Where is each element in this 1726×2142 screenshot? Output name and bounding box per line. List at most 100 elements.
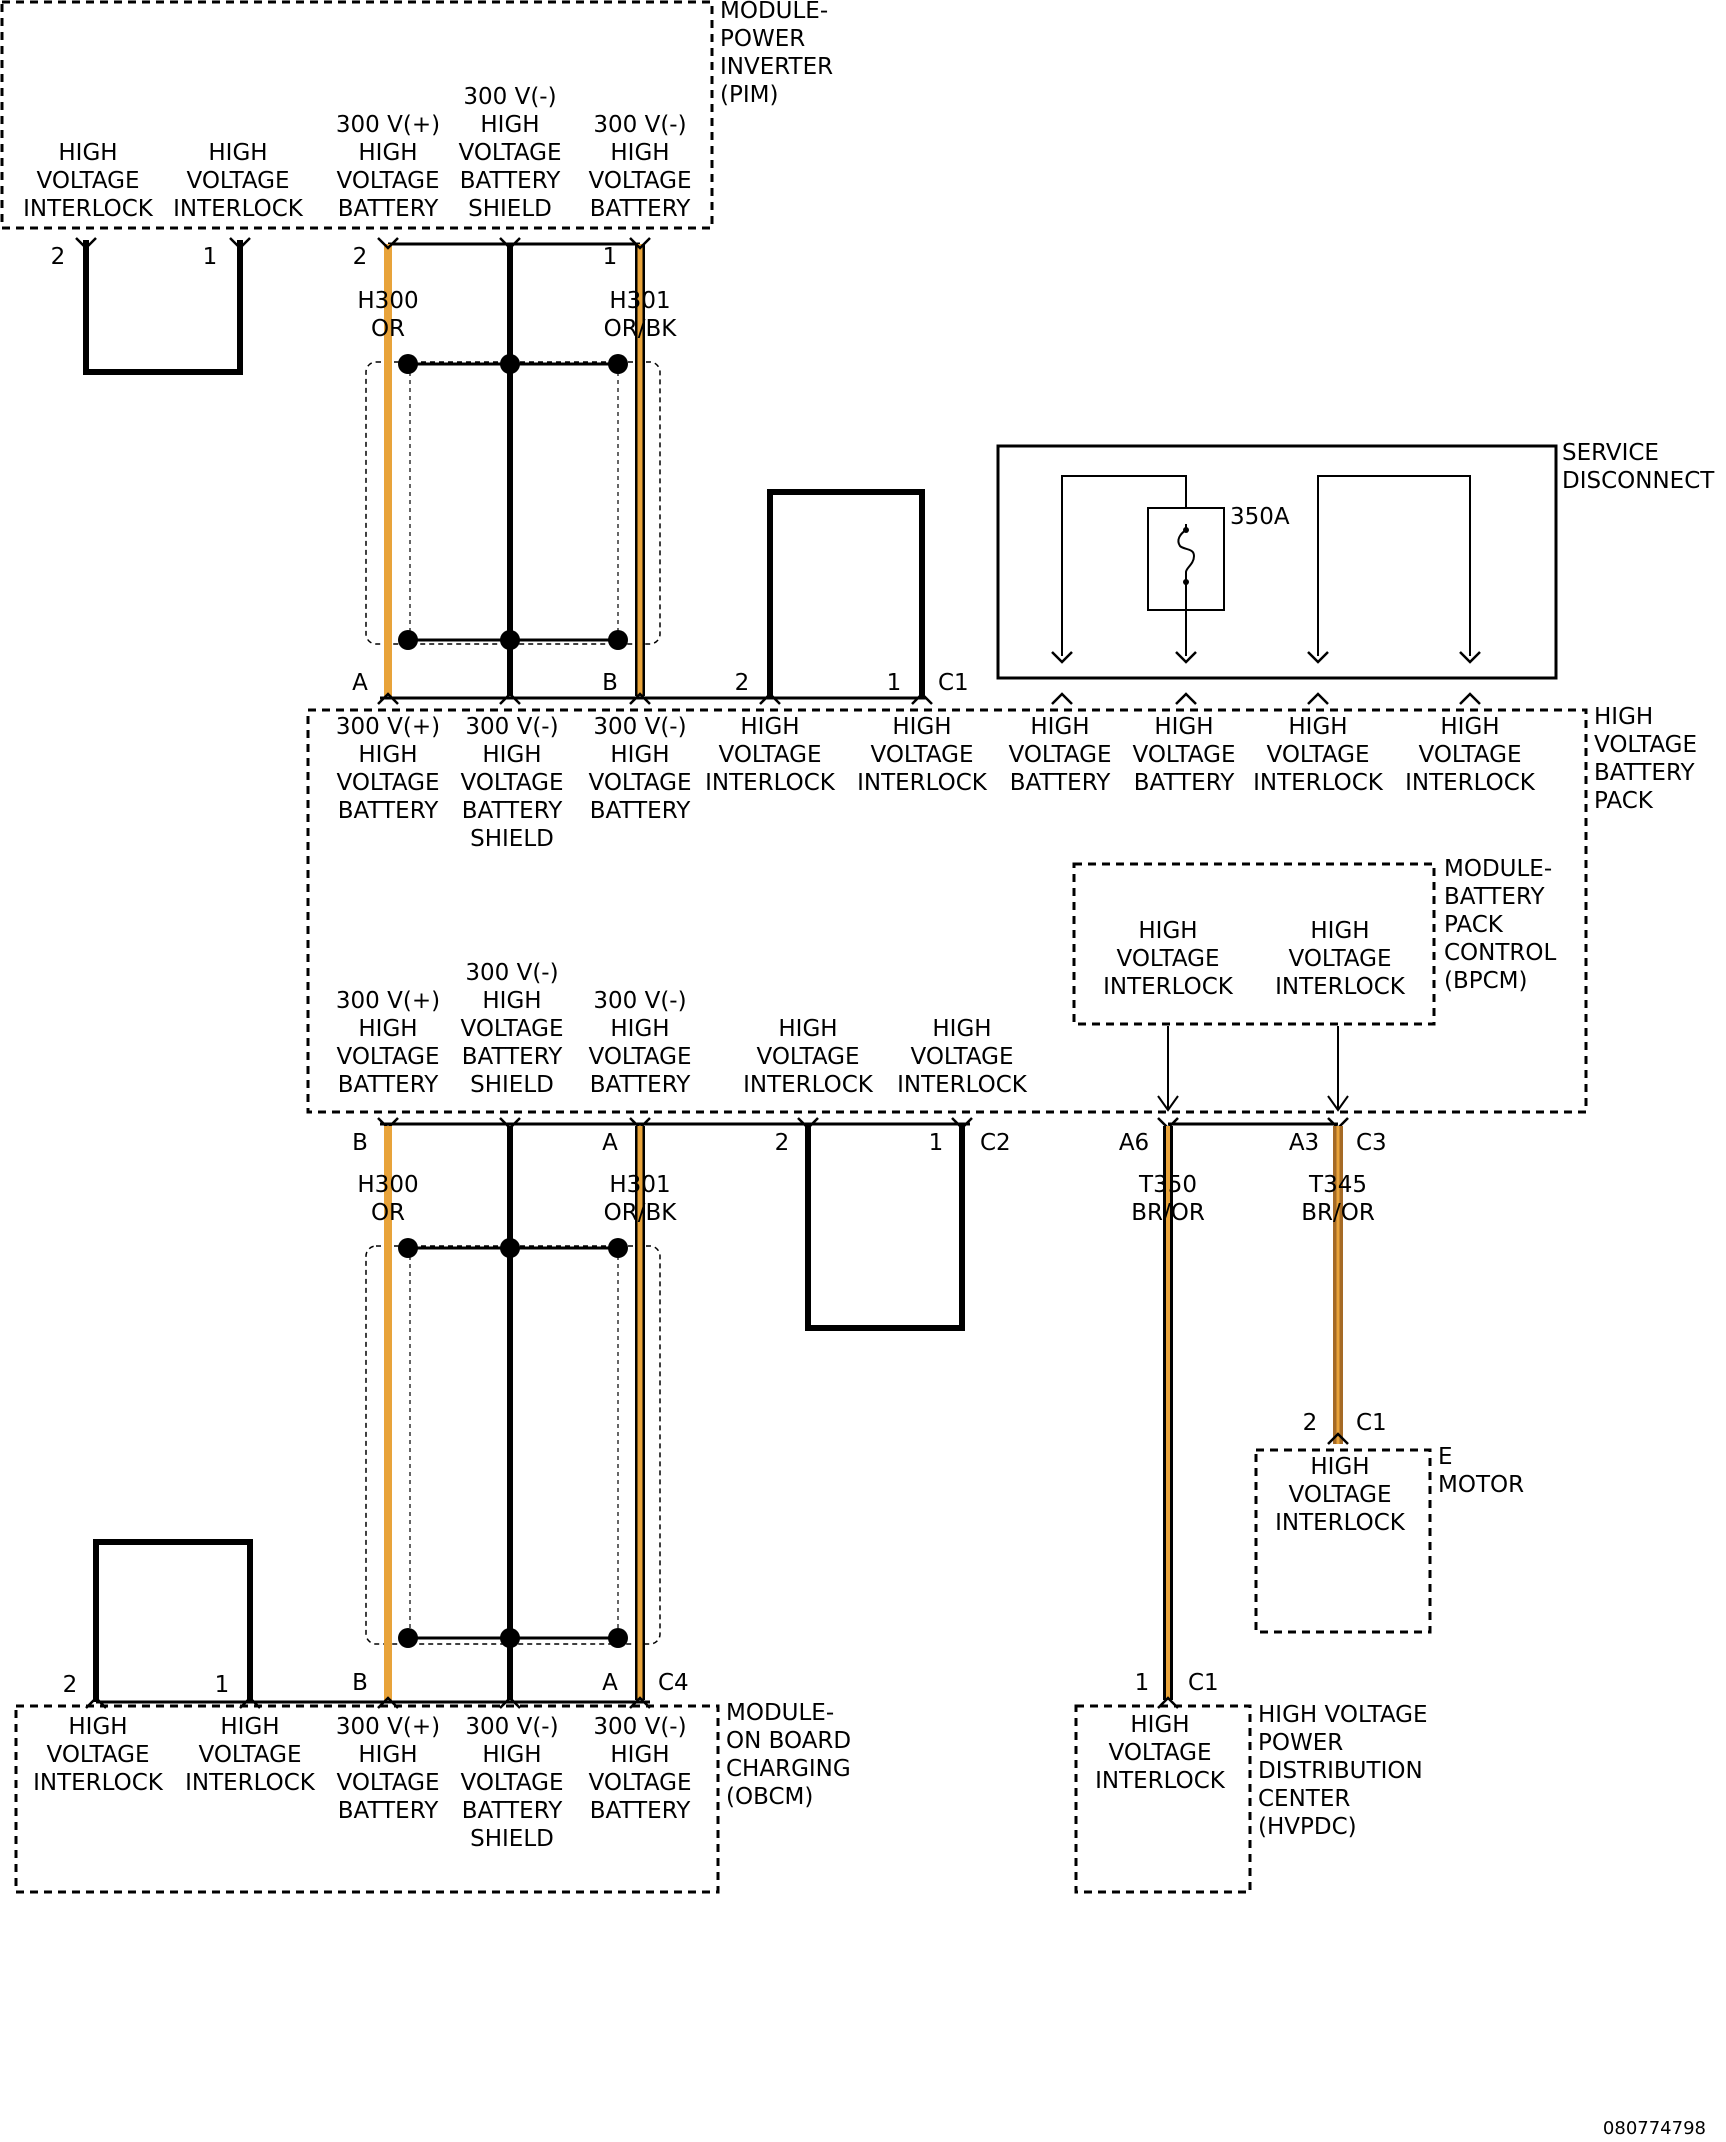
hvpdc-pin-number: 1 [1135, 1670, 1150, 1696]
t350-color: BR/OR [1131, 1200, 1205, 1226]
pack-c2-pin-1-symbol [951, 1117, 973, 1130]
pack-c3-pin-id: A3 [1289, 1130, 1319, 1156]
obcm-pin-B-symbol [377, 1696, 399, 1709]
pim-pin-hv-neg-symbol [629, 237, 651, 250]
bottom-h300-color: OR [371, 1200, 405, 1226]
t350-circuit: T350 [1138, 1172, 1197, 1198]
pim-interlock-loop [83, 240, 243, 375]
e-motor-pin-2-symbol [1327, 1432, 1349, 1445]
pim-pin-number: 2 [353, 244, 368, 270]
t345-circuit: T345 [1308, 1172, 1367, 1198]
obcm-connector-id: C4 [658, 1670, 689, 1696]
pack-c2-pin-2-symbol [797, 1117, 819, 1130]
pim-pin-hv-pos-symbol [377, 237, 399, 250]
sd-pin-interlock-1-symbol [1307, 651, 1329, 664]
sd-pin-battery-1-symbol [1051, 651, 1073, 664]
top-h300-color: OR [371, 316, 405, 342]
bpcm-arrow-2 [1327, 1095, 1349, 1112]
top-splice-dot [398, 354, 418, 374]
service-disconnect-wire-right [1317, 475, 1471, 656]
sd-pin-battery-2-symbol [1175, 651, 1197, 664]
obcm-pin-A-symbol [629, 1696, 651, 1709]
fuse-icon [1177, 524, 1196, 584]
bpcm-arrow-1 [1157, 1095, 1179, 1112]
bottom-splice-dot [608, 1628, 628, 1648]
pim-pin-number: 2 [51, 244, 66, 270]
obcm-pin-1-symbol [239, 1696, 261, 1709]
pack-c2-pin-id: A [602, 1130, 618, 1156]
pim-pin-2-symbol [75, 237, 97, 250]
bottom-h300-circuit: H300 [357, 1172, 418, 1198]
pack-c2-connector-id: C2 [980, 1130, 1011, 1156]
obcm-module-box [14, 1704, 720, 1894]
bottom-splice-dot [608, 1238, 628, 1258]
hvpdc-connector-id: C1 [1188, 1670, 1219, 1696]
bottom-splice-dot [398, 1238, 418, 1258]
hvpdc-pin-1-symbol [1157, 1696, 1179, 1709]
pack-c2-pin-id: B [352, 1130, 368, 1156]
bottom-h301-circuit: H301 [609, 1172, 670, 1198]
top-h301-color: OR/BK [604, 316, 678, 342]
obcm-pin-2-symbol [85, 1696, 107, 1709]
pack-c1-pin-id: 2 [735, 670, 750, 696]
pack-c1-pin-2-symbol [759, 692, 781, 705]
pim-pin-1-symbol [229, 237, 251, 250]
obcm-pin-number: 1 [215, 1672, 230, 1698]
pim-pin-number: 1 [603, 244, 618, 270]
pack-c3-connector-id: C3 [1356, 1130, 1387, 1156]
e-motor-module-box [1254, 1448, 1432, 1634]
pim-pin-number: 1 [203, 244, 218, 270]
fuse-terminal-dot [1183, 579, 1189, 585]
pack-c1-connector-id: C1 [938, 670, 969, 696]
pack-c1-pin-A-symbol [377, 692, 399, 705]
sd-pin-interlock-2-symbol [1459, 651, 1481, 664]
pack-c2-pin-id: 2 [775, 1130, 790, 1156]
pack-c1-pin-shield-symbol [499, 692, 521, 705]
pack-c2-pin-id: 1 [929, 1130, 944, 1156]
top-splice-dot [500, 354, 520, 374]
pack-c1-pin-id: A [352, 670, 368, 696]
obcm-pin-number: A [602, 1670, 618, 1696]
t345-color: BR/OR [1301, 1200, 1375, 1226]
pack-c1-pin-B-symbol [629, 692, 651, 705]
obcm-pin-number: 2 [63, 1672, 78, 1698]
pack-c1-sd-pin-symbol [1051, 692, 1073, 705]
bottom-h301-color: OR/BK [604, 1200, 678, 1226]
hvpdc-module-box [1074, 1704, 1252, 1894]
top-h300-circuit: H300 [357, 288, 418, 314]
pack-c1-interlock-loop [767, 489, 925, 698]
fuse-terminal-dot [1183, 527, 1189, 533]
obcm-interlock-loop [93, 1539, 253, 1702]
pack-c3-pin-id: A6 [1119, 1130, 1149, 1156]
top-splice-dot [500, 630, 520, 650]
bpcm-module-box [1072, 862, 1436, 1026]
bottom-splice-dot [500, 1238, 520, 1258]
top-splice-dot [398, 630, 418, 650]
pack-c1-pin-1-symbol [911, 692, 933, 705]
service-disconnect-box [996, 444, 1558, 680]
